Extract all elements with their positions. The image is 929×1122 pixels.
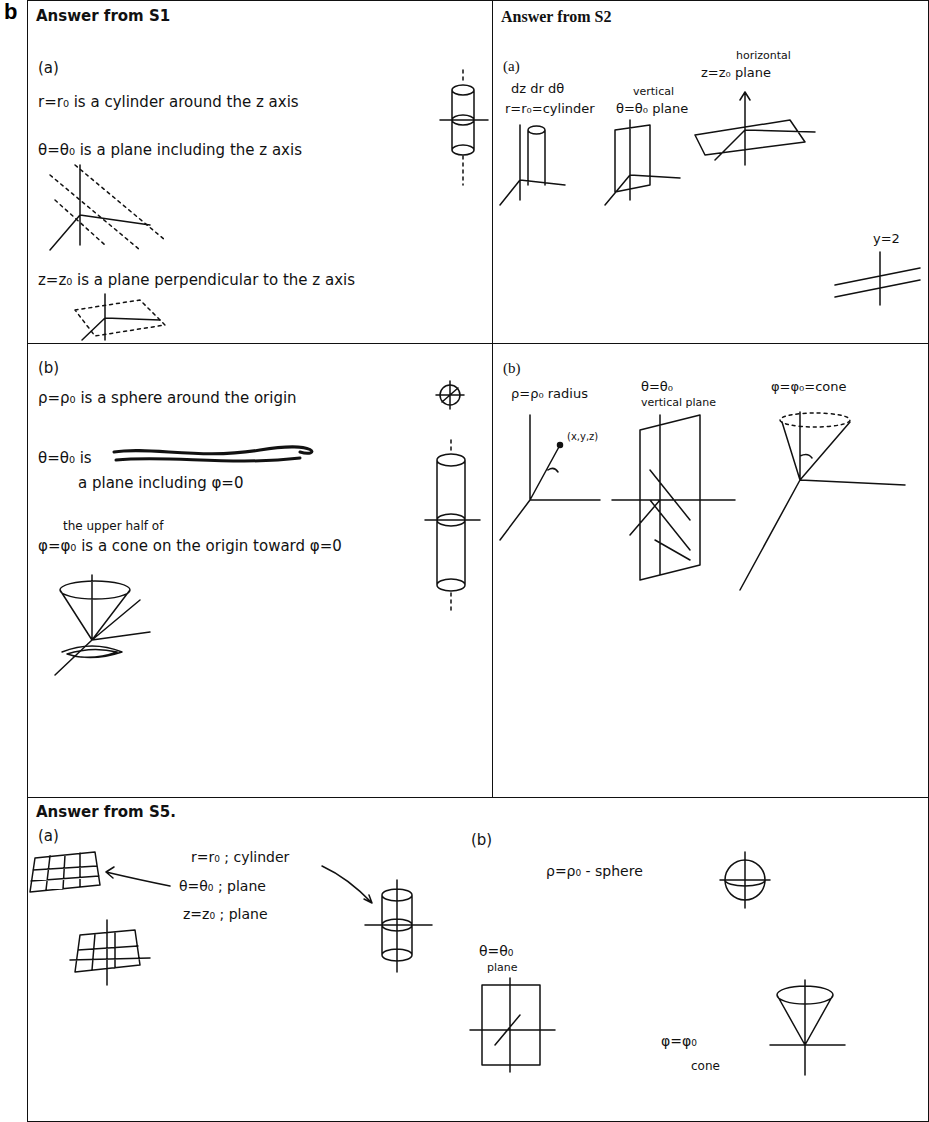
part-label: (a) — [503, 57, 520, 75]
point-label: (x,y,z) — [567, 431, 598, 443]
handwritten-note: θ=θ₀ is a plane including the z axis — [38, 141, 302, 159]
handwritten-note: dz dr dθ — [511, 81, 564, 97]
handwritten-note: z=z₀ ; plane — [183, 906, 268, 923]
handwritten-note: ρ=ρ₀ is a sphere around the origin — [38, 389, 297, 407]
cone-sketch — [55, 575, 150, 675]
handwritten-note: φ=φ₀ — [661, 1033, 697, 1050]
axis-extension — [462, 70, 464, 185]
axes-sketch — [500, 415, 600, 540]
answer-heading: Answer from S5. — [36, 803, 176, 821]
answer-heading: Answer from S1 — [36, 7, 170, 25]
cylinder-sketch — [440, 85, 488, 155]
handwritten-note: cone — [691, 1059, 720, 1073]
plane-sketch — [612, 415, 735, 580]
handwritten-note: θ=θ₀ — [479, 943, 513, 960]
cone-sketch — [740, 412, 905, 590]
handwritten-note: θ=θ₀ ; plane — [179, 878, 266, 895]
answer-cell: (b) ρ=ρ₀ radius (x,y,z) θ=θ₀vertical plane φ… — [492, 343, 929, 798]
handwritten-note: plane — [487, 961, 518, 974]
handwritten-note: the upper half of — [63, 519, 163, 533]
handwritten-note: z=z₀ is a plane perpendicular to the z a… — [38, 271, 355, 289]
axes-sketch — [720, 852, 770, 908]
handwritten-note: θ=θ₀ — [641, 379, 673, 395]
handwritten-note: ρ=ρ₀ radius — [511, 386, 588, 402]
answer-cell: Answer from S5. (a) r=r₀ ; cylinder θ=θ₀ ; … — [27, 797, 929, 1122]
plane-sketch — [75, 300, 165, 336]
handwritten-note: r=r₀ is a cylinder around the z axis — [38, 93, 299, 111]
axis-extension — [450, 440, 452, 610]
handwritten-note: vertical plane — [641, 396, 716, 409]
axes-sketch — [436, 381, 464, 409]
answer-cell: Answer from S2 (a) dz dr dθ r=r₀=cylinder ve… — [492, 0, 929, 344]
cylinder-sketch — [425, 454, 480, 591]
handwritten-note: ρ=ρ₀ - sphere — [546, 863, 643, 880]
part-label: (a) — [38, 827, 59, 845]
handwritten-note: r=r₀ ; cylinder — [191, 849, 289, 866]
handwritten-note: a plane including φ=0 — [78, 474, 243, 492]
pointer-arrow — [322, 866, 372, 903]
plane-sketch — [70, 920, 150, 985]
handwritten-note: horizontal — [736, 49, 791, 62]
axes-sketch — [50, 165, 150, 250]
answer-cell: (b) ρ=ρ₀ is a sphere around the origin θ=θ… — [27, 343, 493, 798]
handwritten-note: vertical — [633, 85, 674, 98]
cone-rim — [780, 413, 850, 427]
handwritten-note: y=2 — [873, 231, 900, 247]
part-label: (b) — [471, 831, 492, 849]
pointer-arrow — [106, 867, 170, 886]
handwritten-note: φ=φ₀ is a cone on the origin toward φ=0 — [38, 537, 342, 555]
strike-out — [114, 447, 312, 461]
handwritten-note: r=r₀=cylinder — [505, 101, 595, 117]
cone-sketch — [770, 980, 845, 1075]
line-sketch — [835, 252, 920, 305]
cylinder-sketch — [365, 880, 432, 972]
plane-sketch — [695, 92, 815, 165]
cylinder-sketch — [500, 125, 565, 205]
answer-heading: Answer from S2 — [501, 7, 612, 26]
part-label: (b) — [38, 359, 59, 377]
handwritten-note: φ=φ₀=cone — [771, 379, 847, 395]
plane-sketch — [605, 120, 680, 205]
handwritten-note: z=z₀ plane — [701, 65, 771, 81]
point-dot — [558, 443, 563, 448]
part-label: (b) — [503, 359, 521, 377]
plane-sketch — [50, 165, 165, 250]
panel-label: b — [4, 0, 17, 24]
plane-sketch — [30, 852, 100, 892]
answer-cell: Answer from S1 (a) r=r₀ is a cylinder arou… — [27, 0, 493, 344]
part-label: (a) — [38, 59, 59, 77]
handwritten-note: θ=θ₀ is — [38, 449, 92, 467]
plane-sketch — [470, 978, 555, 1072]
handwritten-note: θ=θ₀ plane — [616, 101, 688, 117]
scribble — [62, 646, 122, 658]
